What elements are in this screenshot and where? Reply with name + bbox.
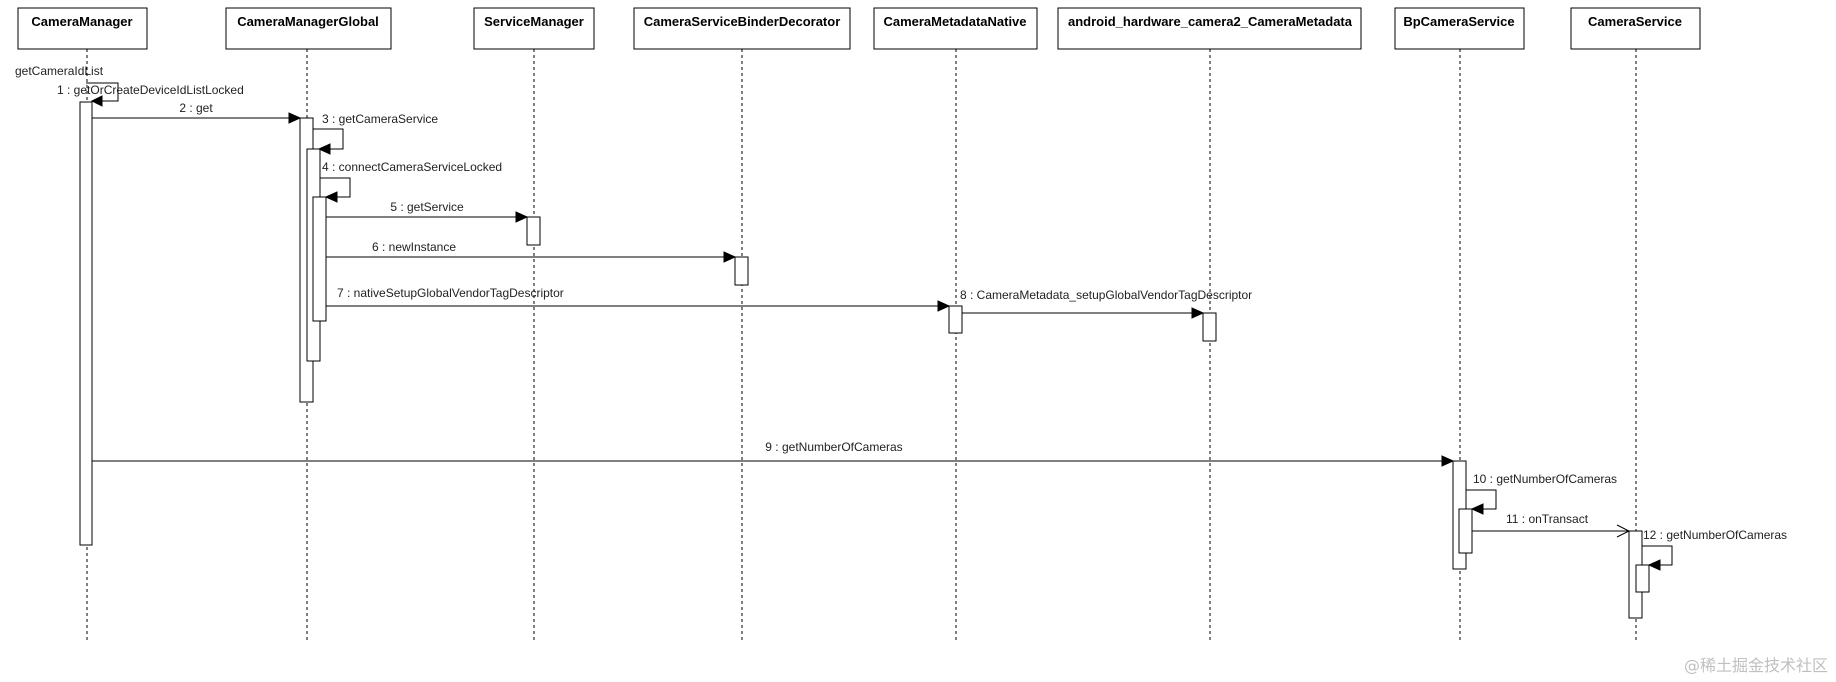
lifeline-name: CameraManagerGlobal: [237, 14, 379, 29]
message-label: 6 : newInstance: [372, 240, 456, 254]
activation-bar: [1635, 564, 1650, 593]
lifeline-cameramanagerglobal: CameraManagerGlobal: [225, 7, 392, 50]
lifeline-name: CameraService: [1588, 14, 1682, 29]
activation-bar: [312, 196, 327, 322]
lifeline-camerametadatanative: CameraMetadataNative: [873, 7, 1038, 50]
message-12: 12 : getNumberOfCameras: [1642, 528, 1787, 571]
lifeline-name: CameraServiceBinderDecorator: [644, 14, 841, 29]
message-3: 3 : getCameraService: [313, 112, 438, 155]
lifeline-bpcameraservice: BpCameraService: [1394, 7, 1525, 50]
lifeline-cameramanager: CameraManager: [17, 7, 148, 50]
activation-bar: [734, 256, 749, 286]
message-label: 10 : getNumberOfCameras: [1473, 472, 1617, 486]
message-label: 2 : get: [179, 101, 213, 115]
message-label: 3 : getCameraService: [322, 112, 438, 126]
activation-bar: [948, 305, 963, 334]
lifeline-name: android_hardware_camera2_CameraMetadata: [1068, 14, 1353, 29]
message-6: 6 : newInstance: [326, 240, 737, 263]
lifeline-cameraservicebinderdecorator: CameraServiceBinderDecorator: [633, 7, 851, 50]
message-label: 4 : connectCameraServiceLocked: [322, 160, 502, 174]
activation-bar: [1202, 312, 1217, 342]
message-label: getCameraIdList: [15, 64, 104, 78]
message-1: 1 : getOrCreateDeviceIdListLocked: [57, 83, 244, 97]
activation-bar: [526, 216, 541, 246]
message-5: 5 : getService: [326, 200, 529, 223]
message-label: 7 : nativeSetupGlobalVendorTagDescriptor: [337, 286, 564, 300]
activation-bar: [1458, 508, 1473, 554]
message-label: 8 : CameraMetadata_setupGlobalVendorTagD…: [960, 288, 1252, 302]
message-11: 11 : onTransact: [1472, 512, 1631, 538]
lifeline-name: ServiceManager: [484, 14, 584, 29]
message-2: 2 : get: [92, 101, 302, 124]
message-label: 11 : onTransact: [1506, 512, 1589, 526]
message-label: 5 : getService: [390, 200, 464, 214]
message-label: 1 : getOrCreateDeviceIdListLocked: [57, 83, 244, 97]
message-9: 9 : getNumberOfCameras: [92, 440, 1455, 467]
activation-bar: [79, 101, 93, 546]
message-4: 4 : connectCameraServiceLocked: [320, 160, 502, 203]
message-entry: getCameraIdList: [15, 64, 119, 107]
message-10: 10 : getNumberOfCameras: [1466, 472, 1617, 515]
lifeline-name: CameraManager: [31, 14, 132, 29]
message-7: 7 : nativeSetupGlobalVendorTagDescriptor: [326, 286, 951, 312]
lifeline-name: BpCameraService: [1403, 14, 1514, 29]
lifeline-android-hardware-camera2-camerametadata: android_hardware_camera2_CameraMetadata: [1057, 7, 1362, 50]
message-label: 9 : getNumberOfCameras: [765, 440, 902, 454]
message-8: 8 : CameraMetadata_setupGlobalVendorTagD…: [960, 288, 1252, 319]
watermark-text: @稀土掘金技术社区: [1683, 656, 1828, 675]
lifeline-servicemanager: ServiceManager: [473, 7, 595, 50]
lifeline-name: CameraMetadataNative: [883, 14, 1026, 29]
message-label: 12 : getNumberOfCameras: [1643, 528, 1787, 542]
lifeline-cameraservice: CameraService: [1570, 7, 1701, 50]
